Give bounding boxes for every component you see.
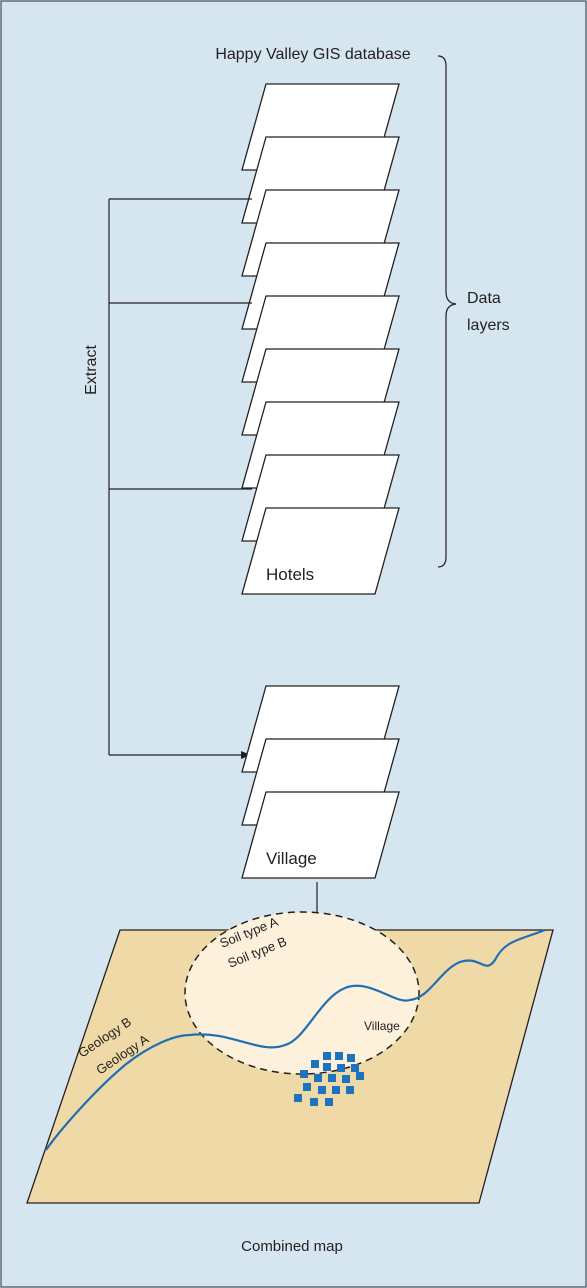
village-building (335, 1052, 343, 1060)
extracted-layer-label: Village (266, 849, 317, 868)
village-building (328, 1074, 336, 1082)
data-layer-stack: Land useSoilsHydrologyGeologyAltitudeSno… (241, 83, 400, 595)
village-building (310, 1098, 318, 1106)
village-building (323, 1063, 331, 1071)
village-building (294, 1094, 302, 1102)
layer-sheet (241, 507, 400, 595)
village-map-label: Village (364, 1019, 400, 1033)
village-building (303, 1083, 311, 1091)
combined-map-caption: Combined map (241, 1238, 343, 1255)
village-building (347, 1054, 355, 1062)
village-building (337, 1064, 345, 1072)
village-building (356, 1072, 364, 1080)
data-layers-label-line2: layers (467, 317, 510, 334)
village-building (300, 1070, 308, 1078)
combined-map: Soil type A Soil type B Geology B Geolog… (26, 911, 554, 1204)
village-building (323, 1052, 331, 1060)
extracted-layer-sheet (241, 791, 400, 879)
village-building (325, 1098, 333, 1106)
extract-connector (108, 198, 252, 759)
village-building (311, 1060, 319, 1068)
extract-label: Extract (83, 345, 100, 395)
village-building (332, 1086, 340, 1094)
village-building (314, 1074, 322, 1082)
extracted-layer-village: Village (241, 791, 400, 879)
data-layers-label-line1: Data (467, 290, 501, 307)
village-building (346, 1086, 354, 1094)
diagram-title: Happy Valley GIS database (215, 46, 410, 63)
village-building (318, 1086, 326, 1094)
extracted-layer-stack: SoilsGeologyVillage (241, 685, 400, 879)
village-building (351, 1064, 359, 1072)
river-geology-boundary (45, 928, 546, 1151)
layer-hotels: Hotels (241, 507, 400, 595)
village-settlement (294, 1052, 364, 1106)
layer-label: Hotels (266, 565, 314, 584)
village-building (342, 1075, 350, 1083)
data-layers-brace (437, 55, 457, 568)
